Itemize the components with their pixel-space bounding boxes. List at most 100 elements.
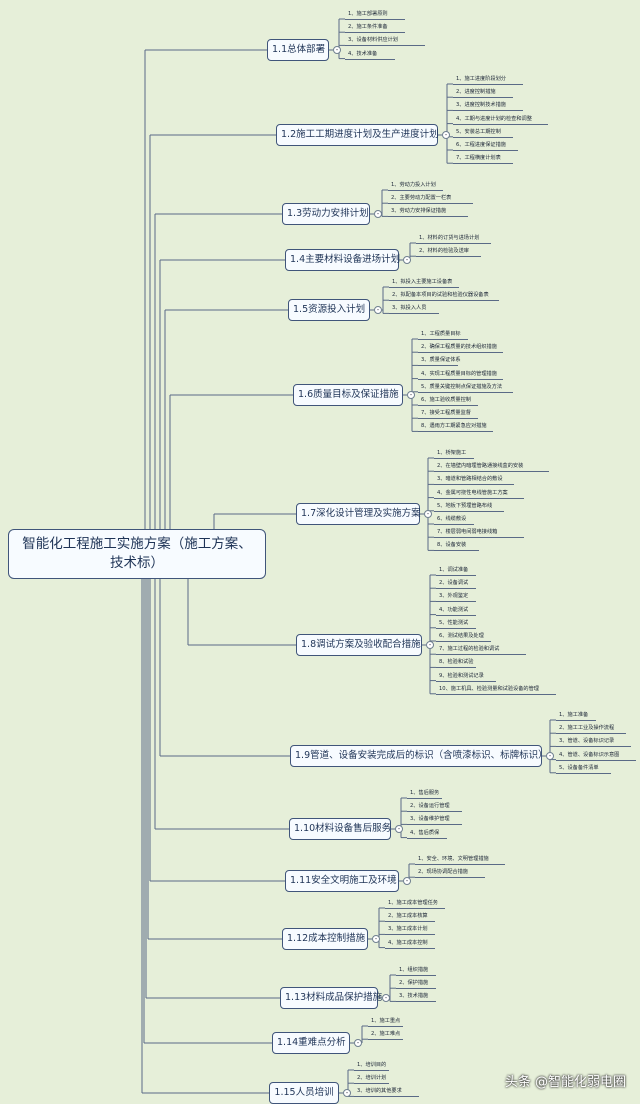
topic-8[interactable]: 1.8调试方案及验收配合措施	[296, 634, 422, 656]
subtopic-item[interactable]: 2、拟配备本项目的试验和检验仪器设备表	[392, 292, 489, 299]
subtopic-item[interactable]: 7、工程横度计划表	[456, 155, 501, 162]
subtopic-item[interactable]: 3、质量保证体系	[421, 357, 461, 364]
subtopic-item[interactable]: 2、保护措施	[399, 980, 429, 987]
subtopic-item[interactable]: 3、施工成本计划	[388, 926, 428, 933]
subtopic-item[interactable]: 7、接受工程质量监督	[421, 410, 471, 417]
subtopic-item[interactable]: 4、金属可挠性电线管施工方案	[437, 489, 508, 496]
subtopic-item[interactable]: 2、施工成本核算	[388, 913, 428, 920]
root-topic[interactable]: 智能化工程施工实施方案（施工方案、技术标）	[8, 529, 266, 579]
collapse-toggle-icon[interactable]: -	[395, 825, 403, 833]
subtopic-item[interactable]: 1、材料的订货与进场计划	[419, 235, 480, 241]
topic-15[interactable]: 1.15人员培训	[269, 1082, 339, 1104]
collapse-toggle-icon[interactable]: -	[374, 306, 382, 314]
subtopic-item[interactable]: 1、调试准备	[439, 567, 469, 573]
subtopic-item[interactable]: 2、培训计划	[357, 1075, 387, 1082]
collapse-toggle-icon[interactable]: -	[343, 1089, 351, 1097]
topic-13[interactable]: 1.13材料成品保护措施	[280, 987, 382, 1009]
topic-6[interactable]: 1.6质量目标及保证措施	[293, 384, 403, 406]
subtopic-item[interactable]: 1、施工准备	[559, 712, 589, 718]
subtopic-item[interactable]: 2、施工难点	[371, 1031, 401, 1038]
subtopic-item[interactable]: 5、质量关键控制点保证措施及方法	[421, 383, 503, 390]
subtopic-item[interactable]: 10、施工机具、检验测量和试验设备的管理	[439, 685, 539, 692]
subtopic-item[interactable]: 1、施工进度阶段划分	[456, 76, 506, 82]
subtopic-item[interactable]: 5、性能测试	[439, 619, 469, 626]
topic-11[interactable]: 1.11安全文明施工及环境	[285, 870, 399, 892]
subtopic-item[interactable]: 7、楼层弱电间弱电接线箱	[437, 529, 498, 536]
subtopic-item[interactable]: 2、施工工业及操作流程	[559, 725, 615, 732]
collapse-toggle-icon[interactable]: -	[333, 46, 341, 54]
topic-10[interactable]: 1.10材料设备售后服务	[289, 818, 391, 840]
subtopic-item[interactable]: 3、暗道和管路相结合的敷设	[437, 476, 503, 483]
subtopic-item[interactable]: 3、技术措施	[399, 993, 429, 1000]
subtopic-item[interactable]: 2、进度控制措施	[456, 89, 496, 96]
subtopic-item[interactable]: 1、组织措施	[399, 967, 429, 973]
collapse-toggle-icon[interactable]: -	[403, 256, 411, 264]
topic-7[interactable]: 1.7深化设计管理及实施方案	[296, 503, 421, 525]
subtopic-item[interactable]: 4、施工成本控制	[388, 939, 428, 946]
subtopic-item[interactable]: 7、施工过程的检验和调试	[439, 646, 500, 653]
subtopic-item[interactable]: 4、管道、设备标识示意图	[559, 751, 620, 758]
subtopic-item[interactable]: 4、实现工程质量目标的管理措施	[421, 370, 497, 377]
subtopic-item[interactable]: 4、工期与进度计划的检查和调整	[456, 115, 532, 122]
subtopic-item[interactable]: 6、施工验收质量控制	[421, 397, 471, 403]
subtopic-item[interactable]: 1、施工成本管理任务	[388, 900, 438, 906]
topic-2[interactable]: 1.2施工工期进度计划及生产进度计划	[276, 124, 439, 146]
subtopic-item[interactable]: 2、主要劳动力配置一栏表	[391, 195, 452, 202]
collapse-toggle-icon[interactable]: -	[426, 641, 434, 649]
collapse-toggle-icon[interactable]: -	[407, 391, 415, 399]
subtopic-item[interactable]: 1、劳动力投入计划	[391, 182, 436, 188]
topic-9[interactable]: 1.9管道、设备安装完成后的标识（含喷漆标识、标牌标识）	[290, 745, 548, 767]
subtopic-item[interactable]: 5、安装总工期控制	[456, 128, 501, 135]
subtopic-item[interactable]: 3、拟投入人员	[392, 305, 427, 312]
collapse-toggle-icon[interactable]: -	[403, 877, 411, 885]
collapse-toggle-icon[interactable]: -	[442, 131, 450, 139]
subtopic-item[interactable]: 3、设备材料供应计划	[348, 37, 398, 44]
collapse-toggle-icon[interactable]: -	[374, 210, 382, 218]
subtopic-item[interactable]: 2、设备运行管理	[410, 803, 450, 810]
topic-3[interactable]: 1.3劳动力安排计划	[282, 203, 370, 225]
collapse-toggle-icon[interactable]: -	[424, 510, 432, 518]
subtopic-item[interactable]: 3、管道、设备标识记录	[559, 738, 615, 745]
subtopic-item[interactable]: 3、劳动力安排保证措施	[391, 208, 447, 215]
subtopic-item[interactable]: 9、检验和测试记录	[439, 672, 484, 679]
topic-14[interactable]: 1.14重难点分析	[272, 1032, 350, 1054]
subtopic-item[interactable]: 1、施工部署原则	[348, 11, 388, 17]
topic-4[interactable]: 1.4主要材料设备进场计划	[285, 249, 400, 271]
collapse-toggle-icon[interactable]: -	[382, 994, 390, 1002]
subtopic-item[interactable]: 2、设备调试	[439, 580, 469, 587]
topic-1[interactable]: 1.1总体部署	[267, 39, 329, 61]
subtopic-item[interactable]: 3、设备维护管理	[410, 816, 450, 823]
subtopic-item[interactable]: 2、在墙壁内暗埋管路通接线盒的安装	[437, 463, 524, 470]
subtopic-item[interactable]: 3、培训的其他要求	[357, 1088, 402, 1095]
subtopic-item[interactable]: 1、施工重点	[371, 1018, 401, 1024]
subtopic-item[interactable]: 4、技术准备	[348, 50, 378, 57]
topic-5[interactable]: 1.5资源投入计划	[288, 299, 370, 321]
subtopic-item[interactable]: 1、安全、环境、文明管理措施	[418, 856, 489, 862]
subtopic-item[interactable]: 8、检验和试验	[439, 659, 474, 666]
subtopic-item[interactable]: 1、售后服务	[410, 790, 440, 796]
subtopic-item[interactable]: 6、工程进度保证措施	[456, 142, 506, 148]
subtopic-item[interactable]: 1、桥架施工	[437, 450, 467, 456]
subtopic-item[interactable]: 6、线缆敷设	[437, 516, 467, 522]
subtopic-item[interactable]: 1、培训目的	[357, 1062, 387, 1068]
subtopic-item[interactable]: 2、确保工程质量的技术组织措施	[421, 344, 497, 351]
subtopic-item[interactable]: 4、功能测试	[439, 606, 469, 613]
collapse-toggle-icon[interactable]: -	[372, 935, 380, 943]
collapse-toggle-icon[interactable]: -	[354, 1039, 362, 1047]
subtopic-item[interactable]: 6、测试结果及处理	[439, 633, 484, 639]
subtopic-item[interactable]: 3、进度控制技术措施	[456, 102, 506, 109]
subtopic-item[interactable]: 3、外观鉴定	[439, 593, 469, 600]
subtopic-item[interactable]: 5、地板下预埋管路布线	[437, 502, 493, 509]
subtopic-item[interactable]: 4、售后质保	[410, 829, 440, 836]
subtopic-item[interactable]: 5、设备备件清单	[559, 764, 599, 771]
subtopic-item[interactable]: 2、现场协调配合措施	[418, 869, 468, 876]
topic-label: 1.12成本控制措施	[287, 933, 366, 944]
topic-12[interactable]: 1.12成本控制措施	[282, 928, 368, 950]
subtopic-item[interactable]: 1、拟投入主要施工设备表	[392, 279, 453, 285]
subtopic-item[interactable]: 2、材料的检验及送审	[419, 248, 469, 255]
collapse-toggle-icon[interactable]: -	[546, 752, 554, 760]
subtopic-item[interactable]: 8、设备安装	[437, 542, 467, 549]
subtopic-item[interactable]: 1、工程质量目标	[421, 331, 461, 337]
subtopic-item[interactable]: 2、施工条件准备	[348, 24, 388, 31]
subtopic-item[interactable]: 8、遇雨方工期紧急应对措施	[421, 423, 487, 430]
